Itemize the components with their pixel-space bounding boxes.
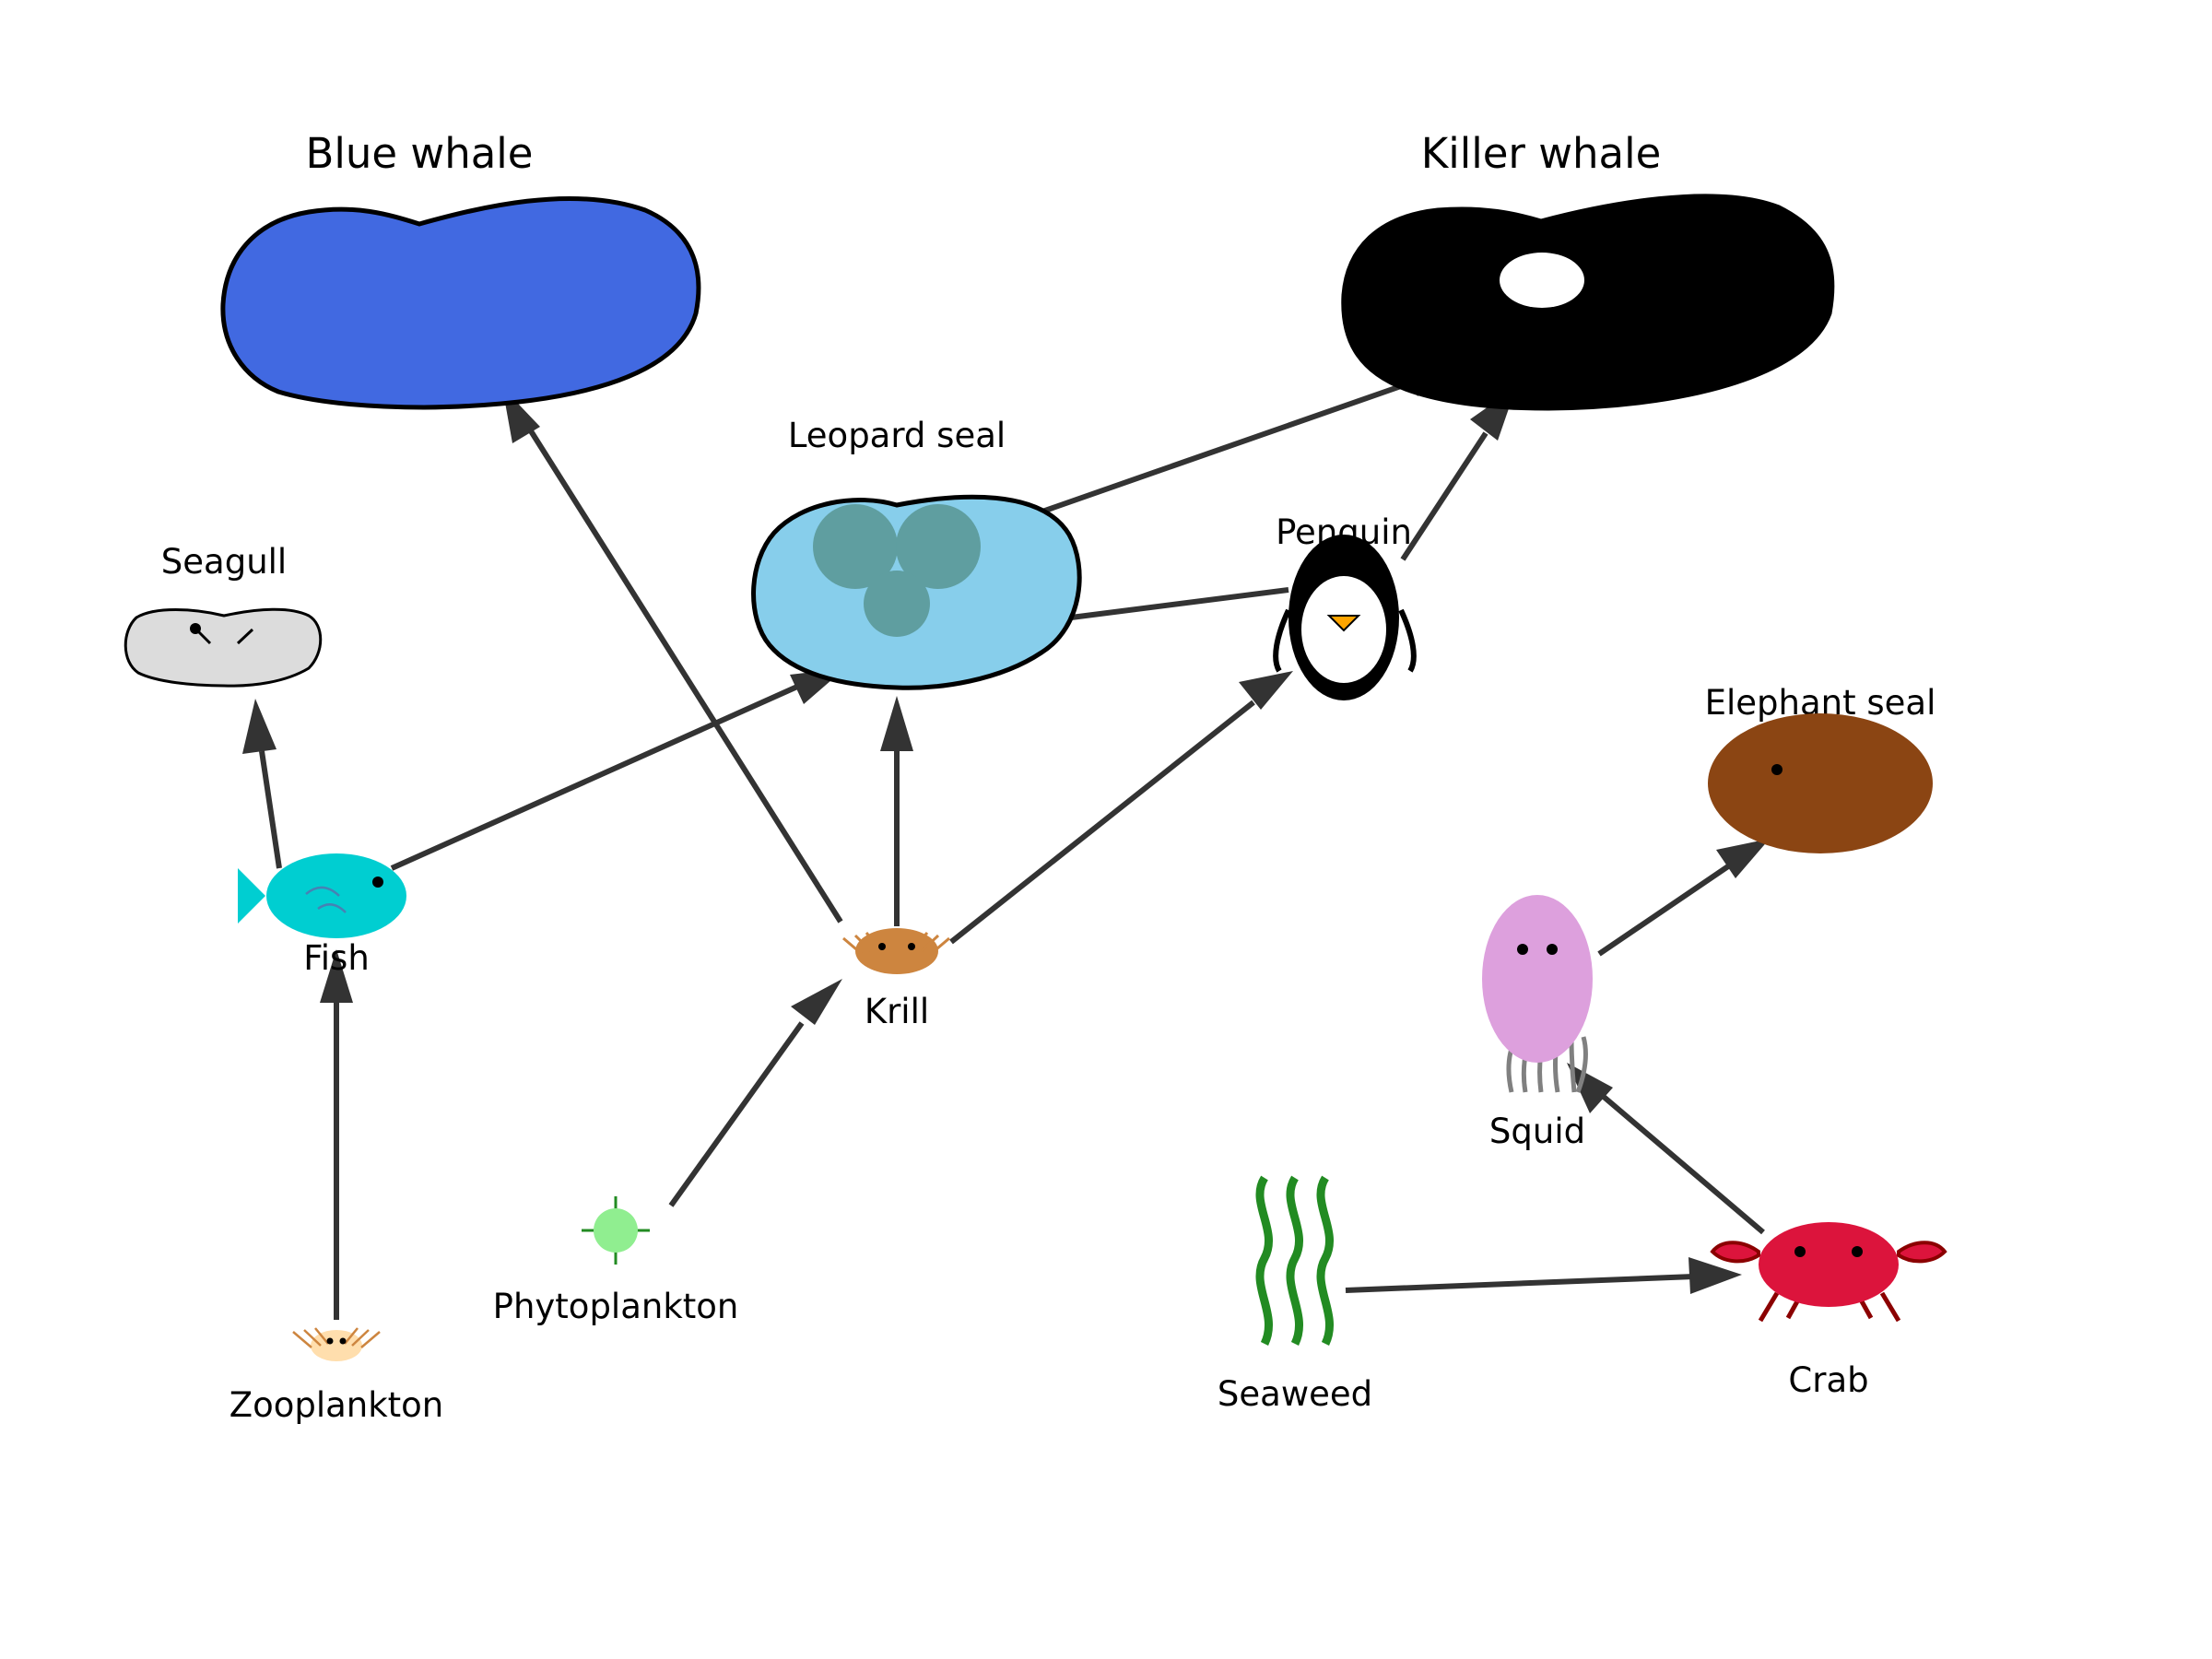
elephant-seal-node: Elephant seal	[1705, 683, 1936, 853]
crab-eye	[1852, 1246, 1863, 1257]
zooplankton-eye	[339, 1337, 347, 1345]
killer-whale-label: Killer whale	[1421, 129, 1662, 178]
fish-node: Fish	[238, 853, 406, 978]
phytoplankton-icon	[594, 1208, 638, 1253]
fish-eye	[372, 877, 383, 888]
leopard-seal-spot	[813, 504, 898, 589]
squid-node: Squid	[1482, 895, 1593, 1151]
phytoplankton-label: Phytoplankton	[493, 1287, 739, 1326]
krill-leg	[853, 934, 873, 953]
fish-icon	[266, 853, 406, 938]
blue-whale-label: Blue whale	[306, 129, 534, 178]
krill-eye	[878, 943, 886, 950]
crab-node: Crab	[1710, 1222, 1947, 1400]
krill-node: Krill	[842, 928, 950, 1031]
seagull-wing-right	[236, 628, 254, 645]
killer-whale-icon	[1341, 194, 1835, 411]
squid-eye	[1517, 944, 1528, 955]
zooplankton-leg	[351, 1329, 370, 1347]
penguin-beak	[1326, 615, 1361, 632]
seagull-icon	[124, 607, 323, 688]
zooplankton-eye	[326, 1337, 334, 1345]
seaweed-strand	[1286, 1175, 1303, 1346]
squid-eye	[1547, 944, 1558, 955]
krill-label: Krill	[865, 992, 929, 1031]
crab-leg	[1879, 1291, 1901, 1323]
zooplankton-leg	[314, 1327, 329, 1345]
fish-tail	[238, 868, 265, 924]
arrow-krill-to-leopard-seal	[880, 696, 913, 926]
killer-whale-node: Killer whale	[1341, 129, 1835, 411]
arrow-leopard-seal-to-killer-whale	[981, 362, 1461, 535]
crab-icon	[1759, 1222, 1899, 1307]
arrow-squid-to-elephant-seal	[1597, 839, 1770, 957]
seagull-label: Seagull	[161, 542, 287, 582]
arrow-penguin-to-killer-whale	[1400, 387, 1516, 561]
crab-eye	[1794, 1246, 1806, 1257]
killer-whale-eye-patch	[1500, 253, 1584, 308]
fish-gill	[317, 903, 347, 913]
penguin-flipper-left	[1273, 608, 1291, 673]
zooplankton-icon	[311, 1330, 362, 1361]
penguin-node: Penguin	[1273, 512, 1417, 700]
arrow-krill-to-penguin	[949, 671, 1293, 945]
seaweed-strand	[1316, 1175, 1334, 1346]
seaweed-icon	[1255, 1175, 1273, 1346]
zooplankton-leg	[292, 1331, 312, 1348]
leopard-seal-spot	[896, 504, 981, 589]
crab-claw-right	[1897, 1241, 1947, 1264]
squid-icon	[1482, 895, 1593, 1063]
krill-leg	[842, 936, 863, 956]
seaweed-label: Seaweed	[1218, 1374, 1372, 1414]
arrow-seaweed-to-crab	[1345, 1257, 1742, 1294]
krill-leg	[865, 932, 882, 950]
krill-icon	[855, 928, 938, 974]
zooplankton-leg	[303, 1329, 322, 1347]
seagull-node: Seagull	[124, 542, 323, 688]
crab-label: Crab	[1788, 1360, 1868, 1400]
elephant-seal-icon	[1708, 713, 1933, 853]
seagull-wing-left	[194, 627, 212, 645]
fish-gill	[305, 886, 340, 897]
fish-label: Fish	[303, 938, 370, 978]
krill-leg	[920, 934, 940, 953]
krill-leg	[930, 936, 950, 956]
penguin-label: Penguin	[1276, 512, 1412, 552]
squid-tentacle	[1575, 1036, 1588, 1093]
krill-eye	[908, 943, 915, 950]
zooplankton-leg	[360, 1331, 381, 1348]
arrow-fish-to-seagull	[242, 699, 282, 869]
leopard-seal-node: Leopard seal	[751, 416, 1082, 690]
zooplankton-node: Zooplankton	[229, 1327, 444, 1425]
zooplankton-leg	[344, 1327, 359, 1345]
arrow-phytoplankton-to-krill	[668, 979, 842, 1207]
blue-whale-icon	[220, 195, 701, 410]
penguin-flipper-right	[1398, 608, 1417, 673]
squid-label: Squid	[1489, 1112, 1585, 1151]
zooplankton-label: Zooplankton	[229, 1385, 444, 1425]
crab-leg	[1758, 1291, 1780, 1323]
seaweed-node: Seaweed	[1218, 1175, 1372, 1414]
leopard-seal-spot	[864, 571, 930, 637]
arrow-crab-to-squid	[1567, 1063, 1765, 1235]
phytoplankton-node: Phytoplankton	[493, 1196, 739, 1326]
arrow-fish-to-leopard-seal	[390, 668, 845, 871]
arrows	[242, 362, 1770, 1320]
squid-tentacle	[1569, 1036, 1577, 1093]
blue-whale-node: Blue whale	[220, 129, 701, 410]
leopard-seal-label: Leopard seal	[788, 416, 1006, 455]
arrow-zooplankton-to-fish	[320, 949, 353, 1320]
elephant-seal-eye	[1771, 764, 1783, 775]
crab-claw-left	[1710, 1241, 1760, 1264]
